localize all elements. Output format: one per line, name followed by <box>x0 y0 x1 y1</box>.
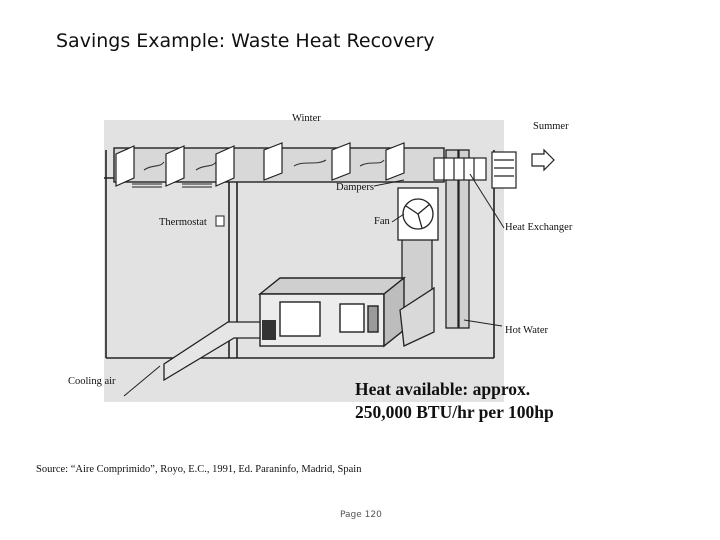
airflow-arrows <box>143 159 385 171</box>
label-summer: Summer <box>533 121 569 132</box>
hot-water-duct <box>399 286 435 347</box>
pointer-lines <box>123 173 505 397</box>
compressor-unit <box>258 276 406 348</box>
label-winter: Winter <box>292 113 321 124</box>
page-number: Page 120 <box>340 510 382 520</box>
cooling-air-duct <box>163 321 261 382</box>
summer-louvre <box>491 151 517 189</box>
thermostat-box <box>215 215 225 227</box>
heat-available-line1: Heat available: approx. <box>355 379 531 399</box>
label-cooling-air: Cooling air <box>68 376 116 387</box>
summer-arrow <box>531 148 555 172</box>
heat-available-note: Heat available: approx. 250,000 BTU/hr p… <box>355 378 554 424</box>
label-fan: Fan <box>374 216 390 227</box>
label-heat-exchanger: Heat Exchanger <box>505 222 573 233</box>
heat-available-line2: 250,000 BTU/hr per 100hp <box>355 402 554 422</box>
heat-exchanger <box>433 157 487 181</box>
damper-louvres <box>132 183 212 188</box>
label-hot-water: Hot Water <box>505 325 548 336</box>
dampers <box>115 142 405 187</box>
label-dampers: Dampers <box>336 182 374 193</box>
fan <box>397 187 439 241</box>
waste-heat-recovery-diagram <box>104 120 555 402</box>
slide-title: Savings Example: Waste Heat Recovery <box>56 30 435 52</box>
compressor-grille <box>262 320 276 340</box>
label-thermostat: Thermostat <box>159 217 207 228</box>
source-citation: Source: “Aire Comprimido”, Royo, E.C., 1… <box>36 464 362 475</box>
